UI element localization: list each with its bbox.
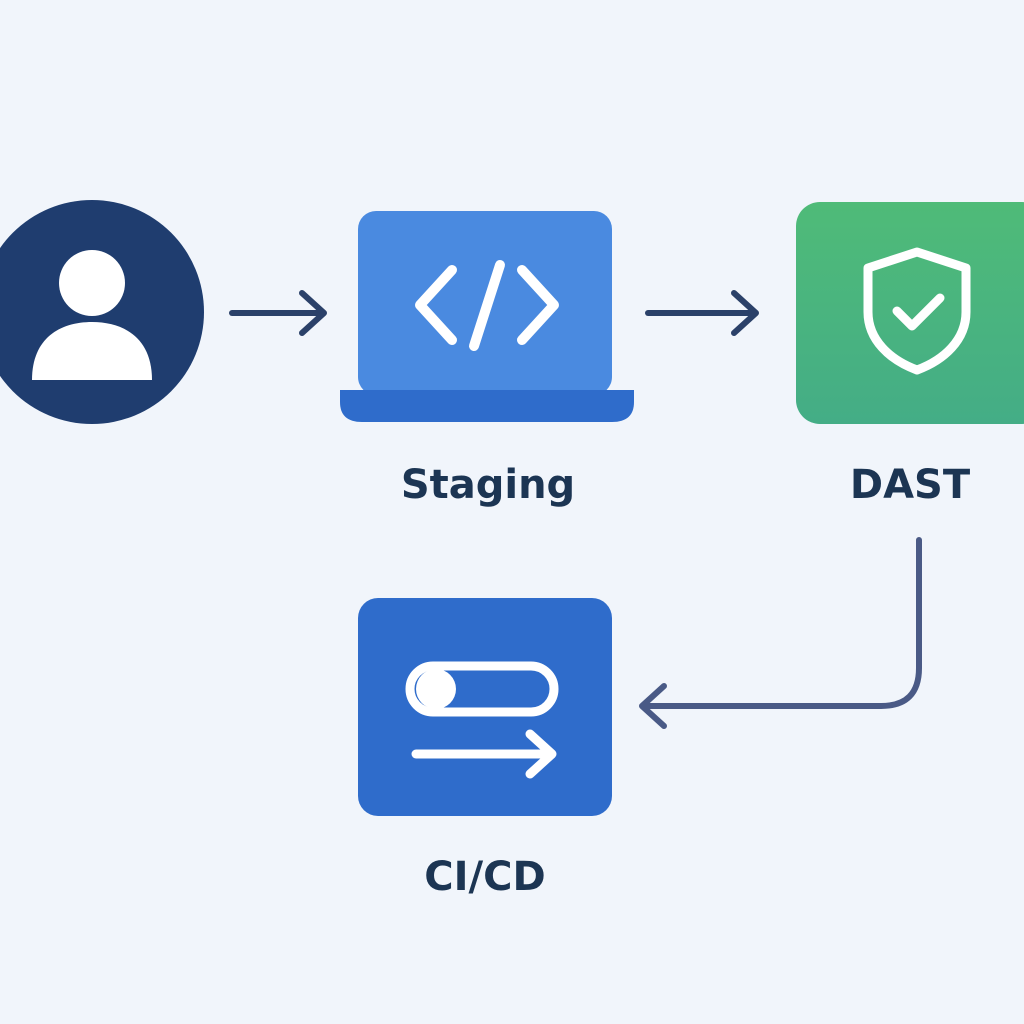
laptop-base: [340, 390, 634, 422]
pipeline-toggle-icon: [405, 661, 559, 779]
staging-label: Staging: [400, 462, 576, 508]
user-icon: [32, 250, 152, 380]
dast-box: [796, 202, 1024, 424]
code-brackets-icon: [415, 260, 559, 351]
arrow-dast-to-cicd: [639, 537, 922, 729]
dast-label: DAST: [849, 462, 971, 508]
dast-node: [796, 202, 1024, 424]
staging-node: [340, 211, 634, 422]
cicd-label: CI/CD: [424, 854, 546, 900]
cicd-box: [358, 598, 612, 816]
user-node: [0, 200, 204, 424]
shield-check-icon: [863, 247, 971, 375]
arrow-staging-to-dast: [645, 290, 759, 336]
arrow-user-to-staging: [229, 290, 327, 336]
cicd-node: [358, 598, 612, 816]
